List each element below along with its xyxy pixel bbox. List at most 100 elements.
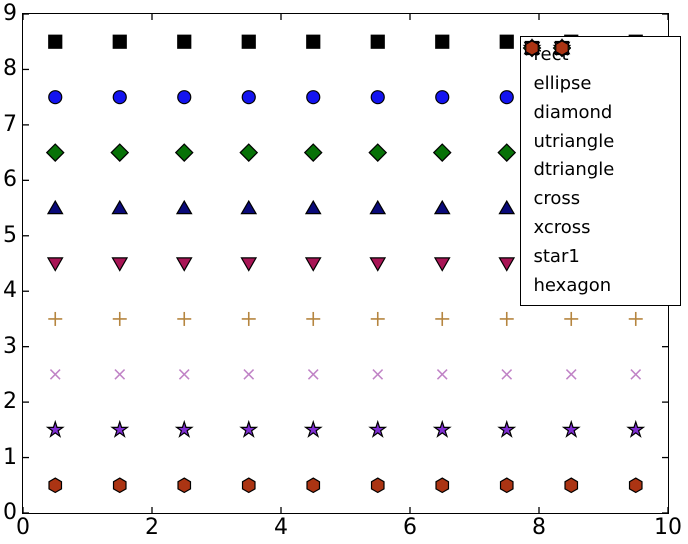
hexagon-legend-markers	[524, 39, 569, 56]
utriangle-marker	[239, 199, 257, 214]
legend-entry-cross: cross	[522, 40, 680, 213]
hexagon-marker	[305, 476, 320, 493]
cross-marker	[305, 311, 320, 326]
hexagon-marker	[499, 476, 514, 493]
legend-entry-xcross: xcross	[522, 42, 680, 242]
utriangle-marker	[304, 199, 322, 214]
xcross-marker	[565, 368, 577, 380]
legend-entry-utriangle: utriangle	[522, 39, 680, 156]
y-tick-label: 0	[3, 500, 17, 525]
legend-label: cross	[533, 188, 581, 210]
dtriangle-marker	[433, 256, 451, 272]
legend-label: star1	[533, 246, 580, 268]
cross-marker	[370, 311, 385, 326]
rect-marker	[434, 34, 449, 49]
rect-marker	[176, 34, 191, 49]
ellipse-marker	[112, 89, 127, 104]
cross-marker	[628, 311, 643, 326]
y-tick-label: 1	[3, 444, 17, 470]
dtriangle-marker	[110, 256, 128, 272]
ellipse-marker	[47, 89, 62, 104]
xcross-marker	[113, 368, 125, 380]
xcross-marker	[49, 368, 61, 380]
legend-label: diamond	[533, 101, 613, 123]
hexagon-marker	[112, 476, 127, 493]
diamond-marker	[174, 142, 194, 162]
x-tick-label: 8	[532, 515, 546, 540]
hexagon-marker	[176, 476, 191, 493]
dtriangle-marker	[304, 256, 322, 272]
ellipse-marker	[305, 89, 320, 104]
rect-marker	[241, 34, 256, 49]
dtriangle-marker	[175, 256, 193, 272]
hexagon-marker	[554, 39, 569, 56]
ellipse-marker	[499, 89, 514, 104]
star1-marker	[303, 419, 323, 438]
cross-marker	[499, 311, 514, 326]
star1-marker	[561, 419, 581, 438]
hexagon-marker	[628, 476, 643, 493]
legend-entry-diamond: diamond	[522, 38, 680, 127]
y-tick-label: 8	[3, 56, 17, 82]
cross-marker	[434, 311, 449, 326]
legend-entry-hexagon: hexagon	[522, 39, 680, 300]
cross-marker	[112, 311, 127, 326]
diamond-marker	[432, 142, 452, 162]
y-tick-label: 2	[3, 389, 17, 415]
legend-label: utriangle	[533, 130, 615, 152]
utriangle-marker	[368, 199, 386, 214]
rect-marker	[499, 34, 514, 49]
ellipse-marker	[370, 89, 385, 104]
y-tick-label: 6	[3, 167, 17, 193]
legend-entry-ellipse: ellipse	[522, 40, 680, 98]
star1-marker	[45, 419, 65, 438]
utriangle-marker	[110, 199, 128, 214]
y-tick-label: 4	[3, 278, 17, 304]
utriangle-marker	[497, 199, 515, 214]
xcross-marker	[436, 368, 448, 380]
diamond-marker	[367, 142, 387, 162]
ellipse-marker	[176, 89, 191, 104]
hexagon-marker	[563, 476, 578, 493]
xcross-marker	[371, 368, 383, 380]
dtriangle-marker	[46, 256, 64, 272]
x-tick-label: 4	[274, 515, 288, 540]
legend-label: xcross	[533, 217, 591, 239]
star1-marker	[109, 419, 129, 438]
legend-entry-dtriangle: dtriangle	[522, 41, 680, 184]
hexagon-marker	[241, 476, 256, 493]
star1-marker	[625, 419, 645, 438]
rect-marker	[47, 34, 62, 49]
legend-label: ellipse	[533, 72, 592, 94]
y-tick-label: 5	[3, 222, 17, 248]
utriangle-marker	[433, 199, 451, 214]
star1-marker	[238, 419, 258, 438]
xcross-marker	[178, 368, 190, 380]
utriangle-marker	[175, 199, 193, 214]
xcross-marker	[500, 368, 512, 380]
cross-marker	[241, 311, 256, 326]
hexagon-marker	[524, 39, 539, 56]
diamond-marker	[45, 142, 65, 162]
rect-marker	[112, 34, 127, 49]
star1-marker	[496, 419, 516, 438]
hexagon-marker	[370, 476, 385, 493]
hexagon-marker	[434, 476, 449, 493]
rect-marker	[370, 34, 385, 49]
y-tick-label: 9	[3, 1, 17, 26]
xcross-marker	[242, 368, 254, 380]
diamond-marker	[109, 142, 129, 162]
diamond-marker	[303, 142, 323, 162]
x-tick-label: 6	[403, 515, 417, 540]
diamond-marker	[496, 142, 516, 162]
star1-marker	[174, 419, 194, 438]
dtriangle-marker	[239, 256, 257, 272]
star1-marker	[432, 419, 452, 438]
y-tick-label: 3	[3, 333, 17, 359]
y-tick-label: 7	[3, 111, 17, 137]
xcross-marker	[629, 368, 641, 380]
x-tick-label: 0	[16, 515, 30, 540]
